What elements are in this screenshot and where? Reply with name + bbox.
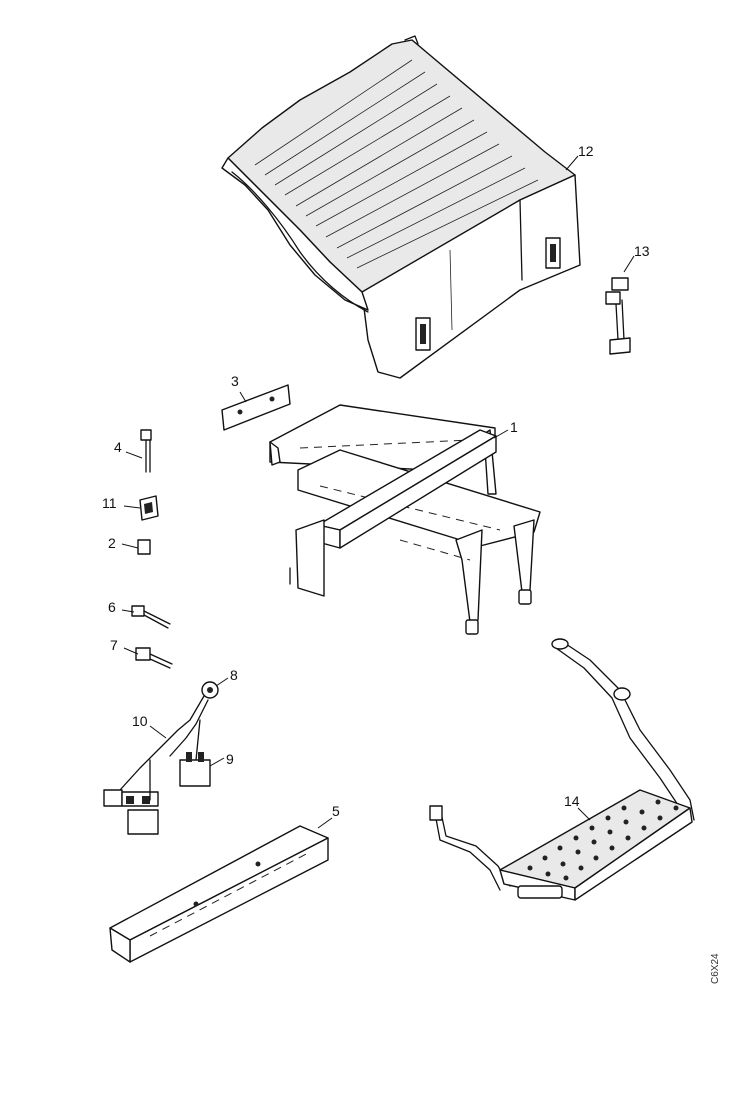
bolt-part-7 — [135, 647, 173, 669]
callout-2: 2 — [108, 535, 116, 551]
callout-6: 6 — [108, 599, 116, 615]
clip-nut-part-11 — [139, 495, 159, 521]
screw-part-6 — [131, 605, 171, 629]
bracket-plate-part-3 — [221, 384, 291, 431]
step-part-14 — [429, 638, 695, 901]
callout-11: 11 — [102, 495, 117, 511]
bolt-part-4 — [140, 429, 152, 473]
callout-8: 8 — [230, 667, 238, 683]
callout-9: 9 — [226, 751, 234, 767]
leader-lines — [121, 155, 635, 829]
callout-5: 5 — [332, 803, 340, 819]
callout-4: 4 — [114, 439, 122, 455]
callout-14: 14 — [564, 793, 580, 809]
callout-1: 1 — [510, 419, 518, 435]
channel-bracket-part-5 — [109, 825, 329, 963]
battery-cover-part-12 — [221, 35, 581, 379]
support-frame-part-1 — [269, 404, 541, 635]
cable-assembly-parts-8-9-10 — [103, 681, 219, 835]
callout-10: 10 — [132, 713, 148, 729]
nut-part-2 — [137, 539, 151, 555]
callout-12: 12 — [578, 143, 594, 159]
drawing-reference: C6X24 — [710, 953, 721, 984]
callout-3: 3 — [231, 373, 239, 389]
callout-13: 13 — [634, 243, 650, 259]
strap-part-13 — [605, 277, 631, 355]
callout-7: 7 — [110, 637, 118, 653]
